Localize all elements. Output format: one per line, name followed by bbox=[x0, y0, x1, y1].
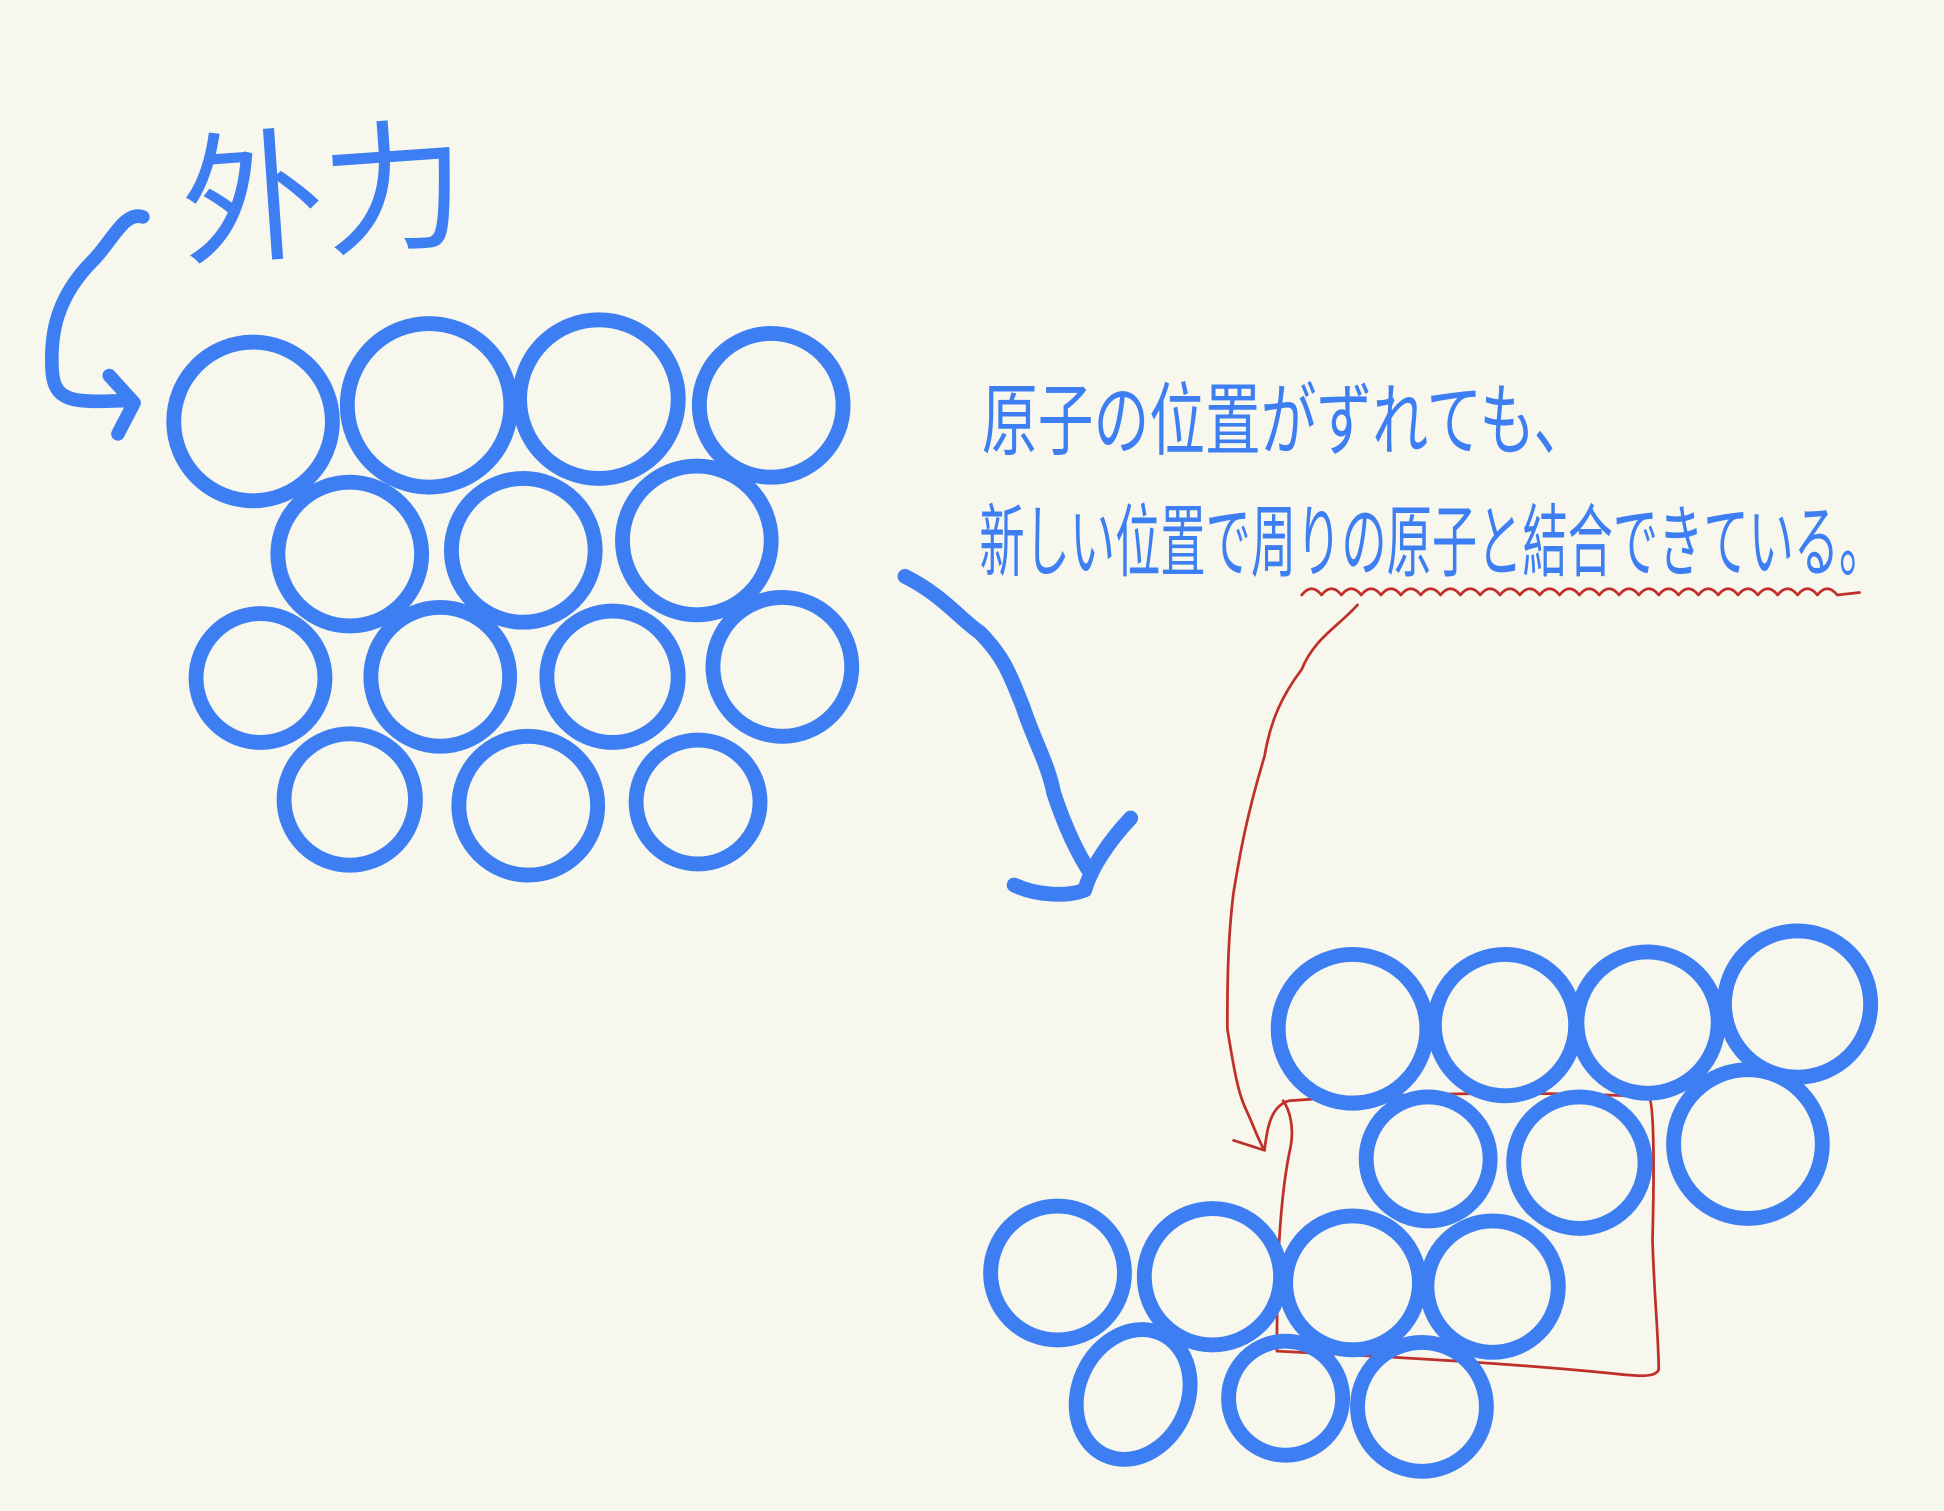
pointer-arrow-icon bbox=[1225, 603, 1359, 1152]
atom bbox=[983, 1198, 1132, 1348]
atom bbox=[363, 599, 518, 754]
atom bbox=[615, 458, 779, 623]
atom bbox=[1426, 947, 1584, 1104]
atom bbox=[1506, 1089, 1653, 1236]
atom bbox=[166, 334, 340, 509]
atom bbox=[1221, 1333, 1351, 1463]
atom bbox=[1278, 1208, 1427, 1358]
wavy-underline bbox=[1300, 587, 1861, 597]
note-line-1: 原子の位置がずれても、 bbox=[982, 375, 1589, 468]
atom bbox=[451, 728, 606, 883]
atom bbox=[539, 603, 686, 750]
atom bbox=[705, 590, 860, 744]
atom bbox=[1666, 1062, 1830, 1226]
atom bbox=[691, 325, 851, 485]
force-label: 外力 bbox=[175, 103, 471, 288]
displaced-atom-lattice bbox=[983, 923, 1879, 1479]
atom bbox=[1350, 1334, 1494, 1479]
atom bbox=[1716, 923, 1879, 1085]
atom bbox=[1270, 947, 1435, 1111]
atom bbox=[443, 471, 603, 630]
atom bbox=[276, 726, 423, 873]
atom bbox=[188, 606, 333, 750]
transition-arrow-icon bbox=[897, 568, 1139, 902]
original-atom-lattice bbox=[166, 312, 860, 883]
atom bbox=[512, 312, 686, 486]
atom bbox=[1569, 944, 1726, 1101]
atom bbox=[270, 474, 430, 634]
atom bbox=[1419, 1213, 1566, 1360]
atom bbox=[628, 732, 768, 872]
atom bbox=[1068, 1322, 1198, 1467]
atom bbox=[1358, 1089, 1498, 1229]
atom bbox=[1136, 1201, 1289, 1353]
note-line-2: 新しい位置で周りの原子と結合できている。 bbox=[979, 496, 1884, 589]
atom bbox=[339, 316, 519, 495]
force-arrow-icon bbox=[45, 209, 150, 441]
